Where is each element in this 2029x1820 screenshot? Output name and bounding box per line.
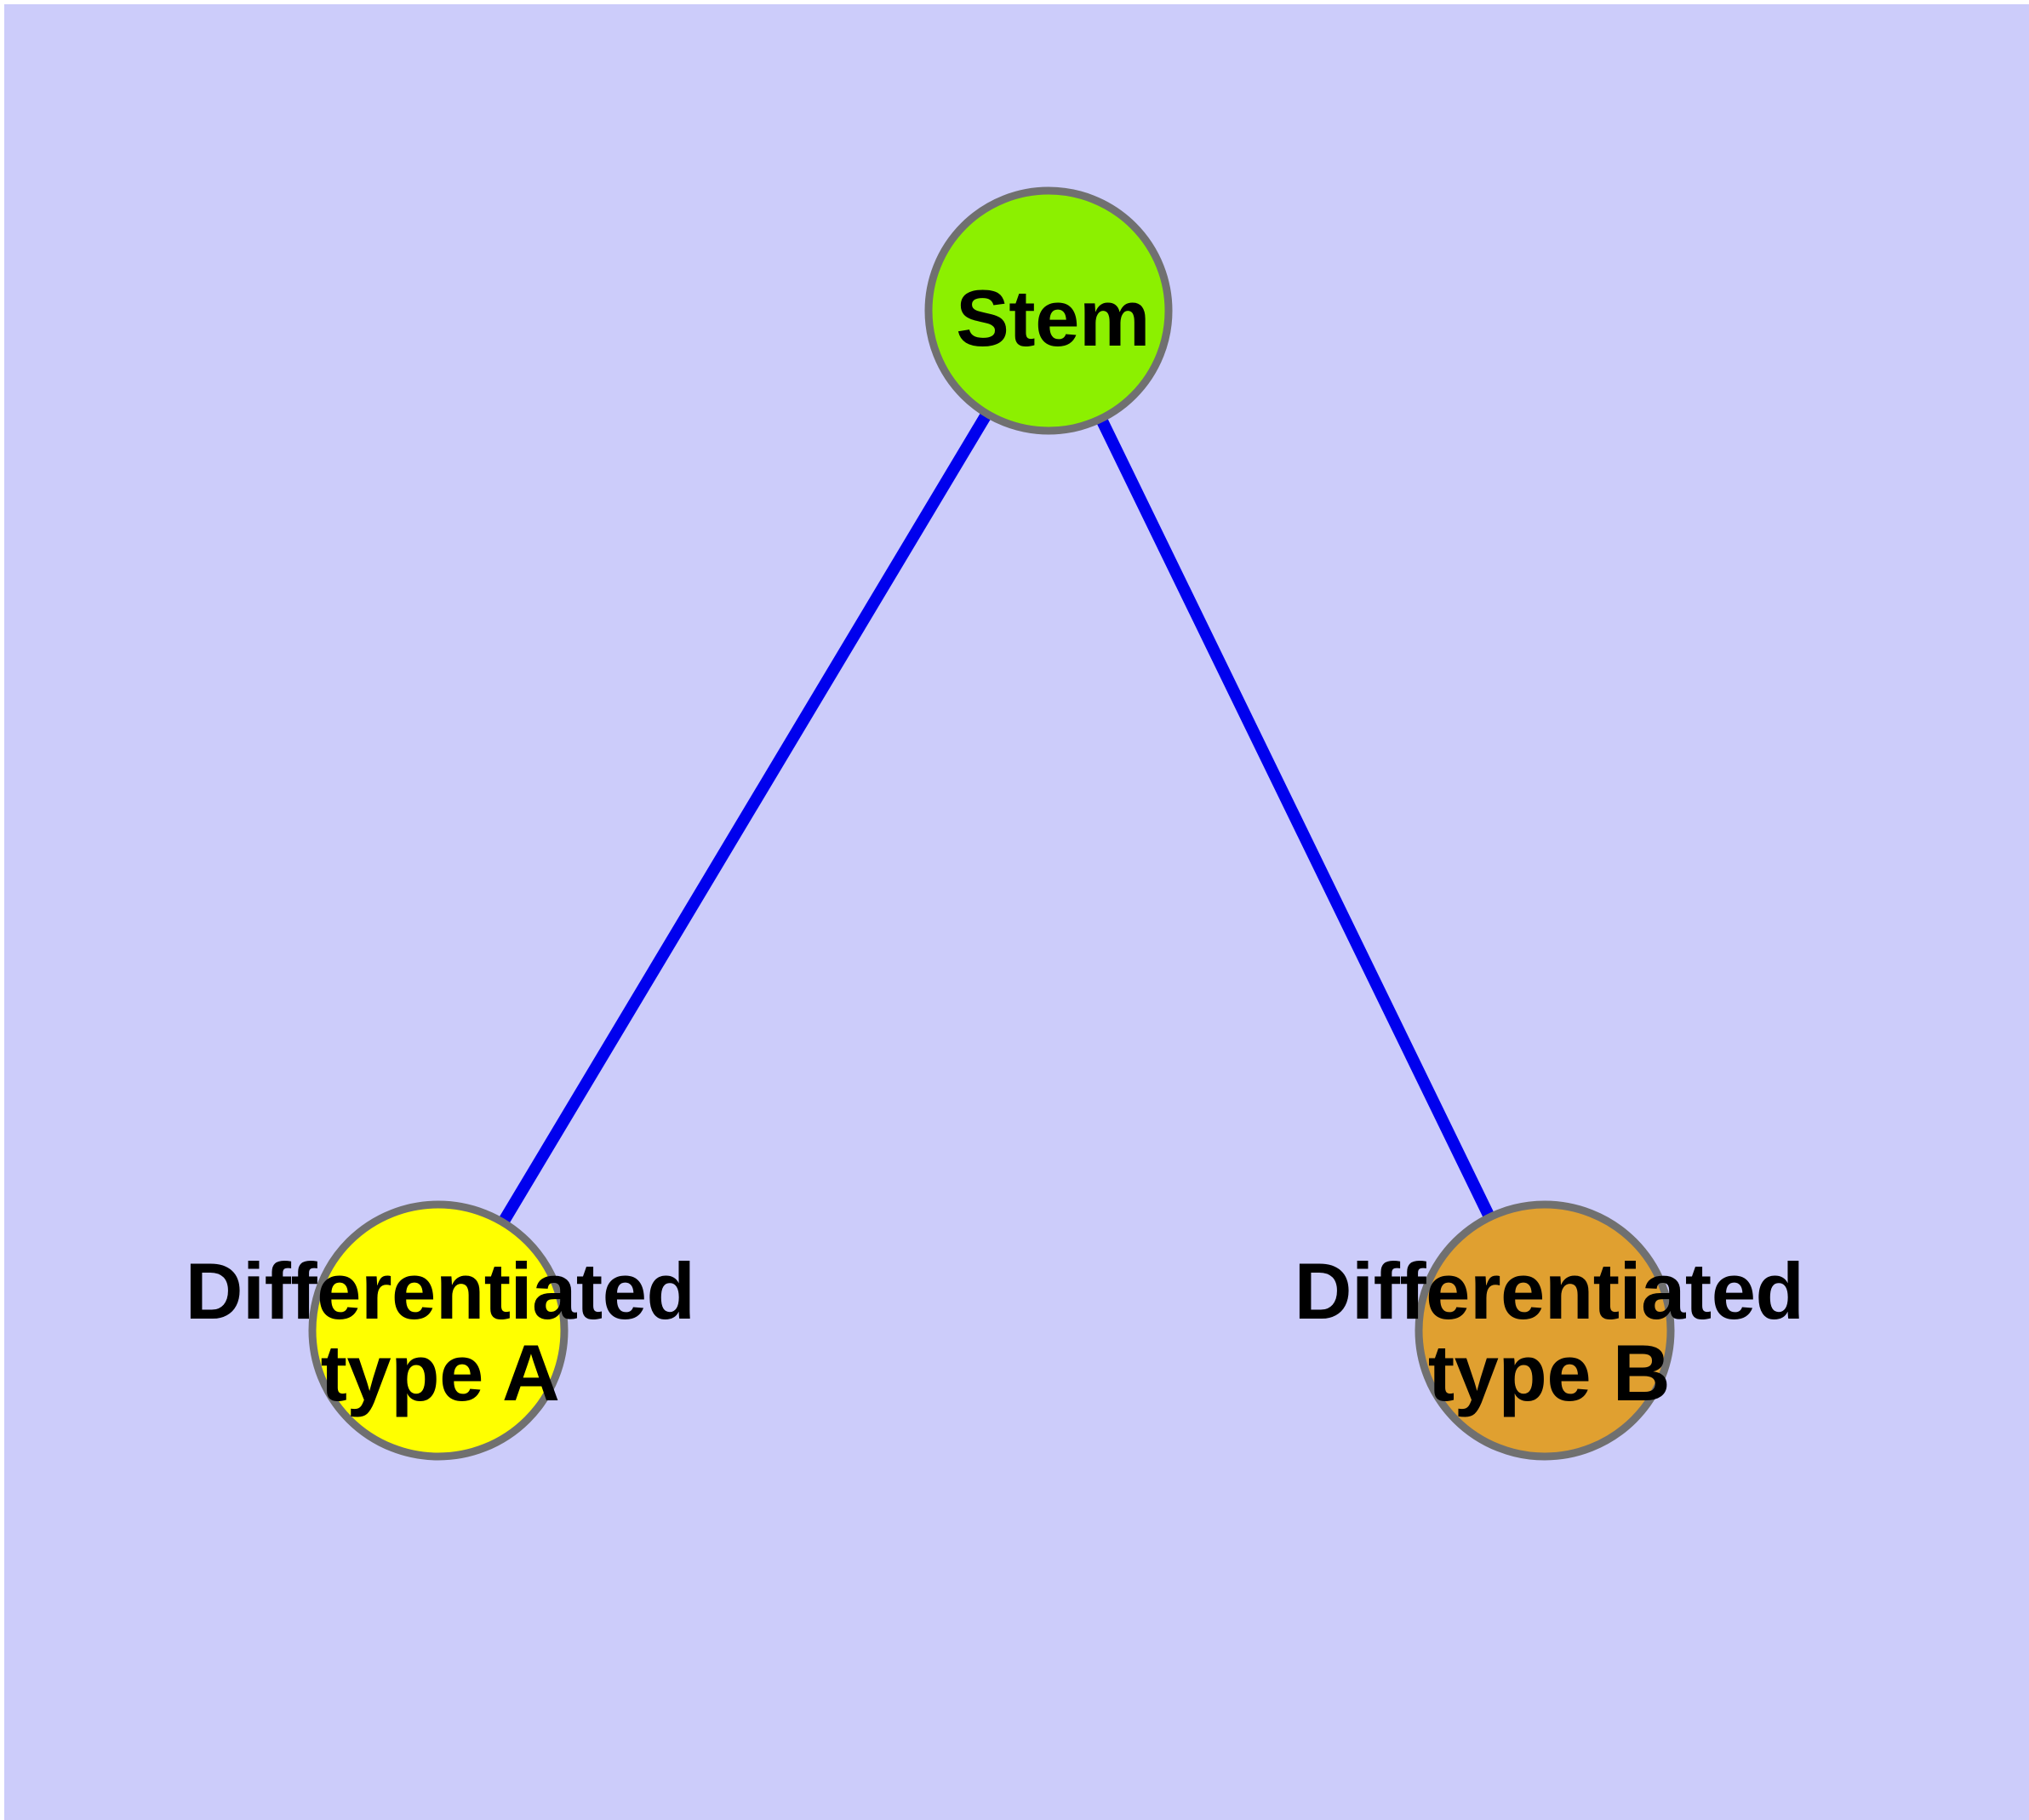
node-differentiated-type-a[interactable] <box>308 1200 569 1461</box>
graph-canvas[interactable]: Stem Differentiated type A Differentiate… <box>4 4 2029 1820</box>
edge-layer <box>497 410 1495 1226</box>
node-stem[interactable] <box>924 186 1173 435</box>
edge-stem-to-differentiated-type-b[interactable] <box>1095 415 1495 1220</box>
edge-stem-to-differentiated-type-a[interactable] <box>497 410 992 1226</box>
graph-svg <box>308 186 1675 1461</box>
node-layer <box>308 186 1675 1461</box>
node-differentiated-type-b[interactable] <box>1415 1200 1675 1461</box>
